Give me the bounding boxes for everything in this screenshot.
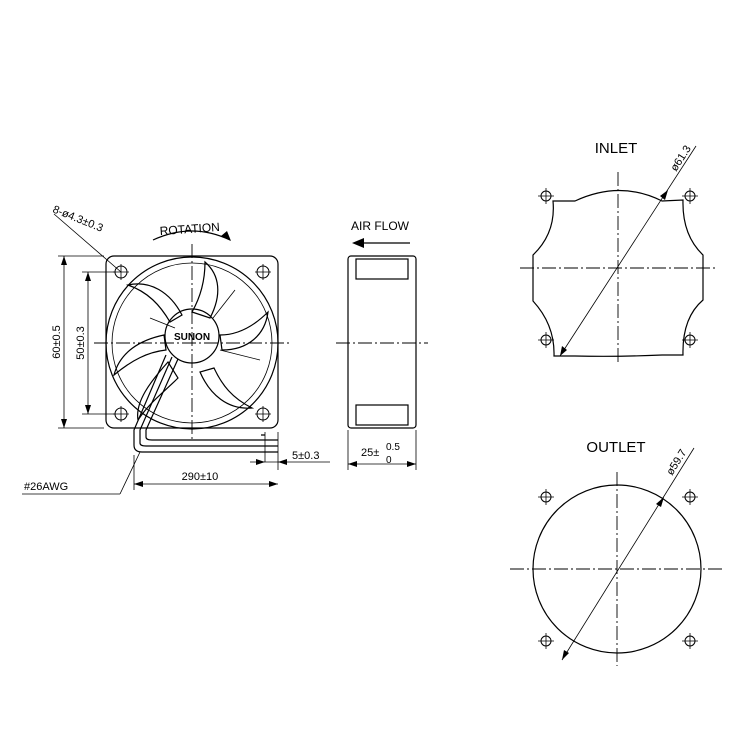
height-outer-dimension: 60±0.5 xyxy=(51,255,104,429)
outlet-view: OUTLET ø59.7 xyxy=(510,439,724,666)
inlet-diameter-line xyxy=(559,145,697,357)
outlet-title: OUTLET xyxy=(586,439,645,456)
strip-length-dimension: 5±0.3 xyxy=(250,450,330,465)
height-outer-label: 60±0.5 xyxy=(51,325,63,359)
wire-gauge-callout: #26AWG xyxy=(22,451,141,495)
thickness-base-label: 25± xyxy=(361,447,379,459)
strip-length-label: 5±0.3 xyxy=(292,450,319,462)
hole-spec-label: 8-ø4.3±0.3 xyxy=(51,204,105,235)
inlet-view: INLET ø61.3 xyxy=(520,140,718,364)
air-flow-label: AIR FLOW xyxy=(351,219,410,233)
air-flow-arrowhead xyxy=(352,238,364,248)
inlet-holes xyxy=(538,188,698,348)
rotation-arc xyxy=(152,230,231,241)
lead-wires xyxy=(133,354,279,470)
side-view: AIR FLOW 25± 0.5 0 xyxy=(336,219,428,470)
outlet-holes xyxy=(538,489,698,649)
rotation-label: ROTATION xyxy=(159,220,220,238)
outlet-diameter-label: ø59.7 xyxy=(664,447,689,477)
thickness-upper-label: 0.5 xyxy=(386,442,400,453)
height-inner-label: 50±0.3 xyxy=(75,326,87,360)
thickness-lower-label: 0 xyxy=(386,455,392,466)
lead-length-dimension: 290±10 xyxy=(133,455,278,490)
hole-spec-leader xyxy=(53,213,122,273)
wire-gauge-label: #26AWG xyxy=(24,481,68,493)
inlet-title: INLET xyxy=(595,140,638,157)
front-view: SUNON ROTATION 8-ø4.3±0.3 60±0.5 xyxy=(22,204,330,495)
rotation-arrowhead xyxy=(221,231,231,241)
side-bottom-flange xyxy=(355,404,409,426)
inlet-outline xyxy=(532,189,704,357)
lead-length-label: 290±10 xyxy=(182,471,219,483)
inlet-diameter-label: ø61.3 xyxy=(668,143,693,173)
thickness-dimension: 25± 0.5 0 xyxy=(347,430,417,470)
outlet-diameter-line xyxy=(561,447,695,661)
height-inner-dimension: 50±0.3 xyxy=(75,271,115,415)
side-body xyxy=(347,255,417,429)
side-top-flange xyxy=(355,258,409,280)
fan-struts xyxy=(149,289,261,361)
